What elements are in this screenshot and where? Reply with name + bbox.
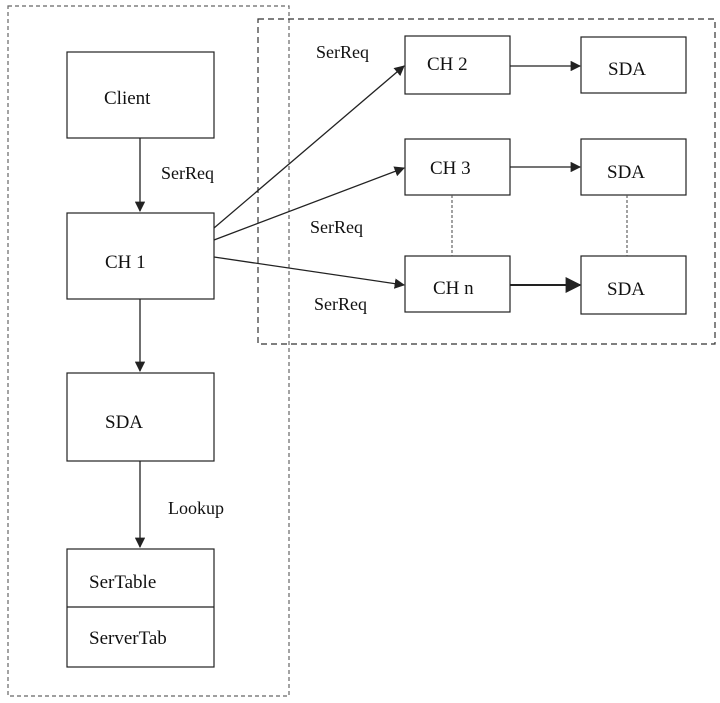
sda-ch2-node[interactable]: SDA <box>580 36 687 94</box>
servertab-label: ServerTab <box>89 628 167 649</box>
arrow-ch1-to-ch2 <box>213 65 405 229</box>
chn-node[interactable]: CH n <box>404 255 511 313</box>
sda-chn-label: SDA <box>607 279 645 300</box>
label-sda-to-sertable: Lookup <box>168 498 224 518</box>
server-table-node[interactable]: SerTable ServerTab <box>66 548 215 668</box>
remote-clusters-boundary <box>257 18 716 345</box>
client-label: Client <box>104 88 151 109</box>
sda-ch2-label: SDA <box>608 59 646 80</box>
client-node[interactable]: Client <box>66 51 215 139</box>
local-cluster-boundary <box>7 5 290 697</box>
arrow-ch1-to-chn <box>213 256 406 289</box>
label-ch1-to-ch3: SerReq <box>310 217 363 237</box>
ch2-label: CH 2 <box>427 54 468 75</box>
label-ch1-to-chn: SerReq <box>314 294 367 314</box>
label-ch1-to-ch2: SerReq <box>316 42 369 62</box>
sda-ch3-node[interactable]: SDA <box>580 138 687 196</box>
arrow-ch1-to-ch3 <box>213 166 405 241</box>
sda-main-node[interactable]: SDA <box>66 372 215 462</box>
sda-chn-node[interactable]: SDA <box>580 255 687 315</box>
ch1-node[interactable]: CH 1 <box>66 212 215 300</box>
ch3-label: CH 3 <box>430 158 471 179</box>
ch1-label: CH 1 <box>105 252 146 273</box>
sda-ch3-label: SDA <box>607 162 645 183</box>
sda-main-label: SDA <box>105 412 143 433</box>
ch3-node[interactable]: CH 3 <box>404 138 511 196</box>
sertable-label: SerTable <box>89 572 156 593</box>
label-client-to-ch1: SerReq <box>161 163 214 183</box>
ch2-node[interactable]: CH 2 <box>404 35 511 95</box>
chn-label: CH n <box>433 278 474 299</box>
